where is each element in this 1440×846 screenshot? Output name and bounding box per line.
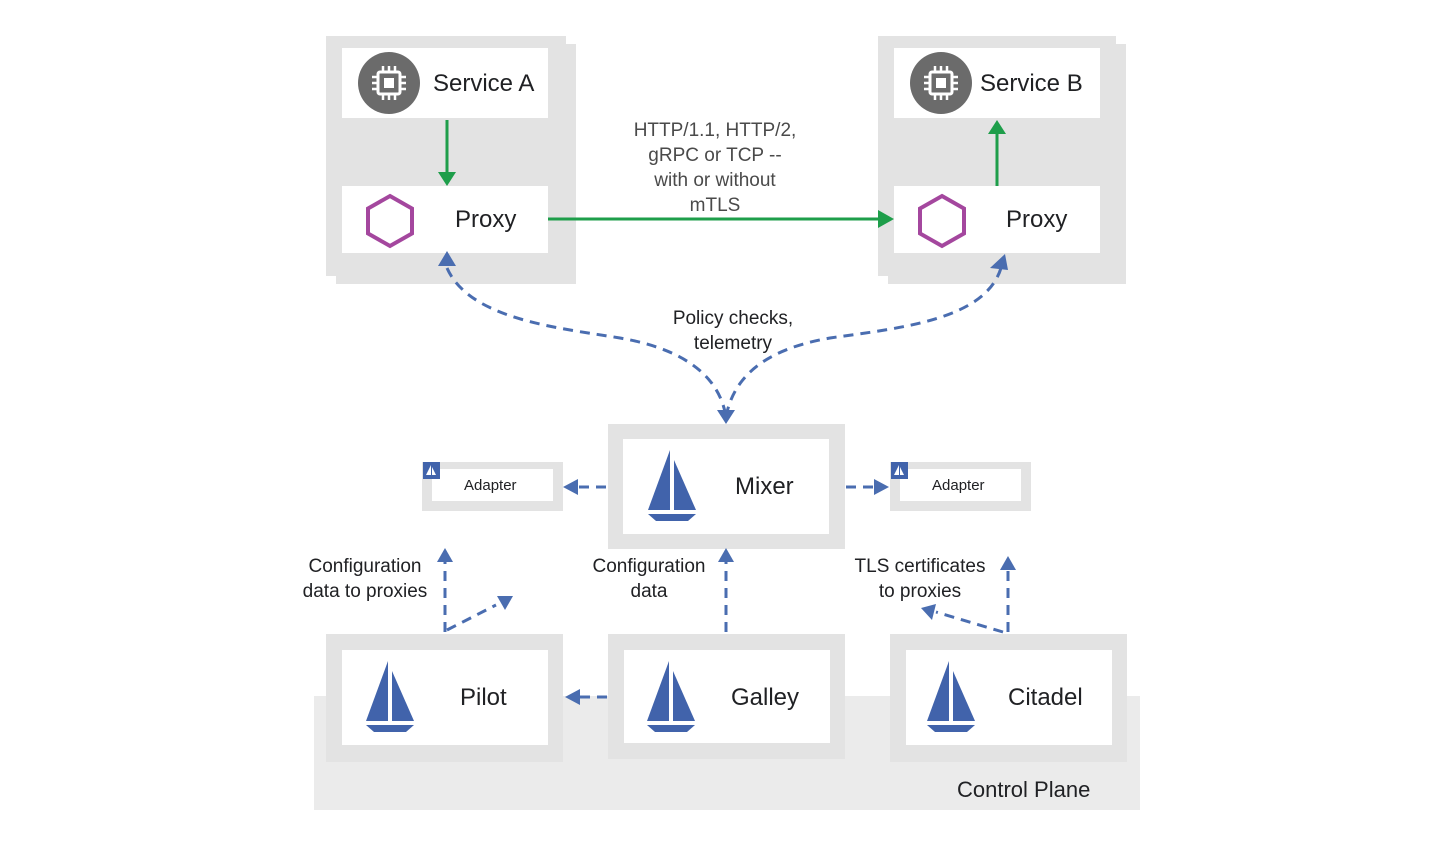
proxy-b-mixer-link [725,267,1003,413]
policy-line-1: Policy checks, [672,308,794,329]
galley-config-line-1: Configuration [592,556,706,577]
proxy-a-card [342,186,548,253]
adapter-badge-icon-left [423,462,440,479]
hexagon-proxy-icon-b [918,194,966,248]
protocol-line-1: HTTP/1.1, HTTP/2, [633,120,797,141]
pilot-config-annotation: Configuration data to proxies [280,554,450,604]
galley-config-line-2: data [630,581,668,602]
protocol-line-4: mTLS [689,195,741,216]
adapter-badge-icon-right [891,462,908,479]
policy-annotation: Policy checks, telemetry [633,306,833,356]
adapter-left-card [432,469,553,501]
chip-icon-service-b [908,50,974,116]
protocol-line-3: with or without [654,170,776,191]
galley-config-annotation: Configuration data [574,554,724,604]
proxy-a-label: Proxy [455,206,517,233]
protocol-line-2: gRPC or TCP -- [648,145,782,166]
tls-line-1: TLS certificates [854,556,986,577]
hexagon-proxy-icon-a [366,194,414,248]
proxy-b-label: Proxy [1006,206,1068,233]
galley-label: Galley [731,684,800,711]
service-b-label: Service B [980,70,1083,97]
tls-annotation: TLS certificates to proxies [835,554,1005,604]
pilot-label: Pilot [460,684,507,711]
mixer-label: Mixer [735,473,794,500]
proxy-a-mixer-link [445,267,727,413]
pilot-config-line-1: Configuration [308,556,422,577]
istio-sail-icon-mixer [648,450,696,521]
adapter-right-label: Adapter [932,477,985,494]
service-a-label: Service A [433,70,535,97]
protocol-annotation: HTTP/1.1, HTTP/2, gRPC or TCP -- with or… [612,118,818,218]
citadel-label: Citadel [1008,684,1083,711]
pilot-diagonal-link [446,603,497,632]
istio-sail-icon-galley [647,661,695,732]
istio-sail-icon-pilot [366,661,414,732]
chip-icon-service-a [356,50,422,116]
tls-line-2: to proxies [878,581,962,602]
policy-line-2: telemetry [693,333,773,354]
istio-sail-icon-citadel [927,661,975,732]
pilot-config-line-2: data to proxies [302,581,428,602]
control-plane-label: Control Plane [957,777,1091,802]
citadel-diagonal-link [935,610,1004,634]
proxy-b-card [894,186,1100,253]
adapter-right-card [900,469,1021,501]
adapter-left-label: Adapter [464,477,517,494]
